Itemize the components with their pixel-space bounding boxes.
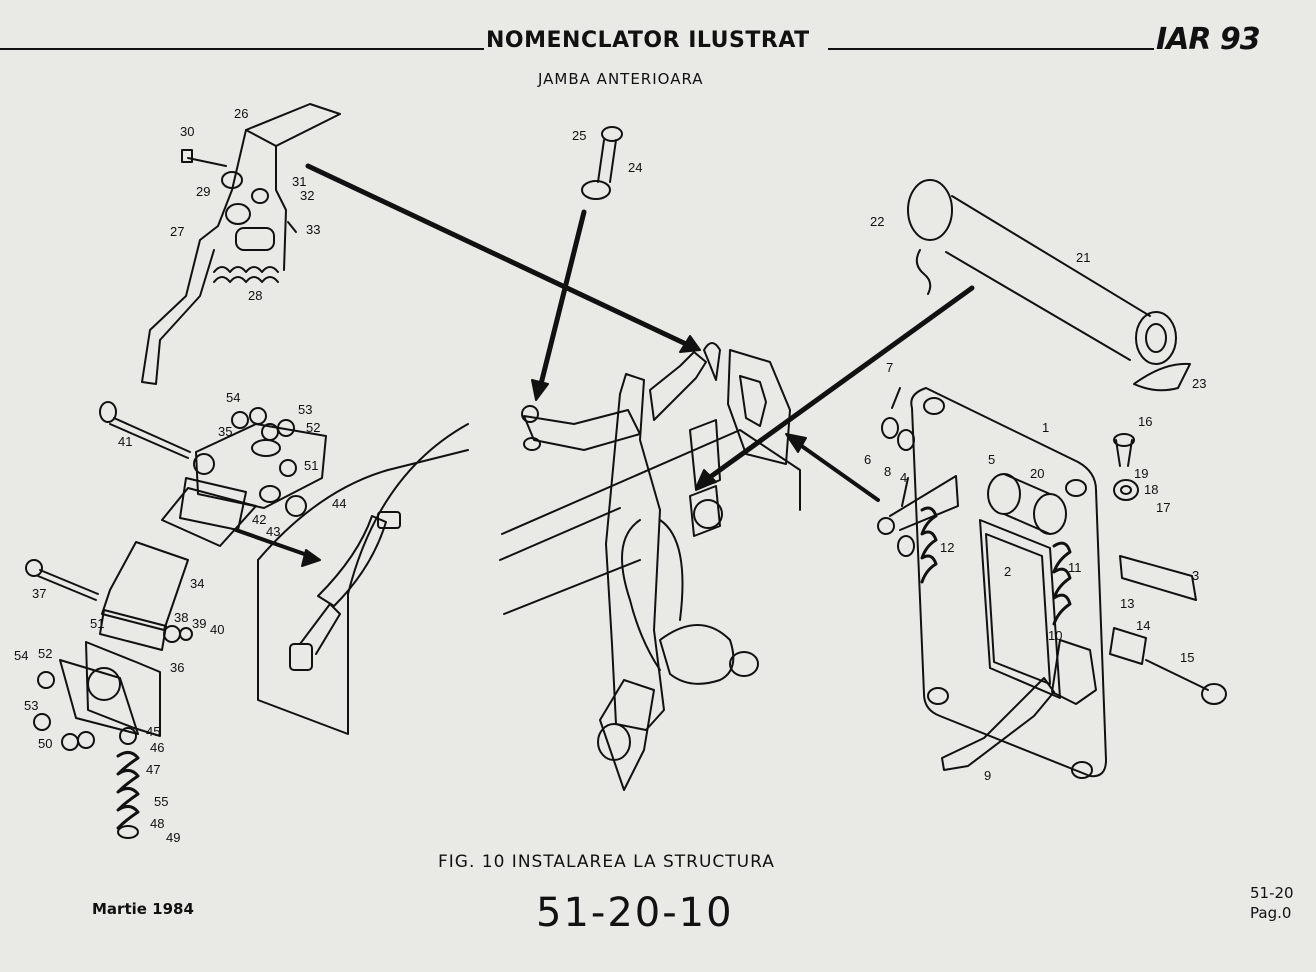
- callout-19: 19: [1134, 466, 1148, 481]
- callout-53: 53: [24, 698, 38, 713]
- callout-5: 5: [988, 452, 995, 467]
- callout-34: 34: [190, 576, 204, 591]
- callout-12: 12: [940, 540, 954, 555]
- callout-28: 28: [248, 288, 262, 303]
- callout-40: 40: [210, 622, 224, 637]
- callout-1: 1: [1042, 420, 1049, 435]
- publication-date: Martie 1984: [92, 900, 194, 918]
- callout-14: 14: [1136, 618, 1150, 633]
- callout-15: 15: [1180, 650, 1194, 665]
- callout-29: 29: [196, 184, 210, 199]
- chapter-reference: 51-20: [1250, 884, 1294, 902]
- callout-43: 43: [266, 524, 280, 539]
- callout-44: 44: [332, 496, 346, 511]
- callout-20: 20: [1030, 466, 1044, 481]
- callout-51b: 51: [304, 458, 318, 473]
- callout-9: 9: [984, 768, 991, 783]
- callout-32: 32: [300, 188, 314, 203]
- callout-21: 21: [1076, 250, 1090, 265]
- callout-49: 49: [166, 830, 180, 845]
- callout-22: 22: [870, 214, 884, 229]
- brand-logo: IAR 93: [1156, 22, 1261, 57]
- callout-25: 25: [572, 128, 586, 143]
- bolt-24-25: [531, 126, 623, 401]
- callout-33: 33: [306, 222, 320, 237]
- callout-13: 13: [1120, 596, 1134, 611]
- nose-gear-structure: [499, 342, 801, 791]
- page-title: NOMENCLATOR ILUSTRAT: [486, 28, 810, 53]
- callout-labels: 1 2 3 4 5 6 7 8 9 10 11 12 13 14 15 16 1…: [14, 106, 1206, 845]
- callout-39: 39: [192, 616, 206, 631]
- callout-6: 6: [864, 452, 871, 467]
- callout-41: 41: [118, 434, 132, 449]
- callout-51: 51: [90, 616, 104, 631]
- callout-54: 54: [14, 648, 28, 663]
- strap-fairing: [257, 423, 469, 735]
- callout-47: 47: [146, 762, 160, 777]
- callout-18: 18: [1144, 482, 1158, 497]
- callout-16: 16: [1138, 414, 1152, 429]
- callout-50: 50: [38, 736, 52, 751]
- callout-3: 3: [1192, 568, 1199, 583]
- figure-caption: FIG. 10 INSTALAREA LA STRUCTURA: [438, 852, 775, 872]
- header-rule-left: [0, 48, 484, 50]
- callout-30: 30: [180, 124, 194, 139]
- callout-23: 23: [1192, 376, 1206, 391]
- page-subtitle: JAMBA ANTERIOARA: [538, 70, 704, 88]
- callout-24: 24: [628, 160, 642, 175]
- callout-36: 36: [170, 660, 184, 675]
- header-rule-right: [828, 48, 1154, 50]
- callout-46: 46: [150, 740, 164, 755]
- document-number: 51-20-10: [536, 890, 734, 936]
- callout-27: 27: [170, 224, 184, 239]
- callout-35: 35: [218, 424, 232, 439]
- tube-assembly: [695, 179, 1191, 489]
- callout-38: 38: [174, 610, 188, 625]
- callout-42: 42: [252, 512, 266, 527]
- callout-54b: 54: [226, 390, 240, 405]
- callout-2: 2: [1004, 564, 1011, 579]
- callout-7: 7: [886, 360, 893, 375]
- callout-26: 26: [234, 106, 248, 121]
- callout-4: 4: [900, 470, 907, 485]
- callout-48: 48: [150, 816, 164, 831]
- right-panel-assembly: [877, 387, 1227, 779]
- hinge-assembly: [99, 401, 327, 567]
- lower-left-assembly: [25, 541, 193, 839]
- callout-55: 55: [154, 794, 168, 809]
- callout-53b: 53: [298, 402, 312, 417]
- pedal-bracket-assembly: [141, 103, 341, 385]
- pointer-arrow: [305, 163, 689, 347]
- callout-10: 10: [1048, 628, 1062, 643]
- callout-8: 8: [884, 464, 891, 479]
- callout-11: 11: [1068, 560, 1082, 575]
- callout-31: 31: [292, 174, 306, 189]
- callout-45: 45: [146, 724, 160, 739]
- callout-37: 37: [32, 586, 46, 601]
- page-reference: Pag.0: [1250, 904, 1292, 922]
- callout-52: 52: [38, 646, 52, 661]
- callout-17: 17: [1156, 500, 1170, 515]
- callout-52b: 52: [306, 420, 320, 435]
